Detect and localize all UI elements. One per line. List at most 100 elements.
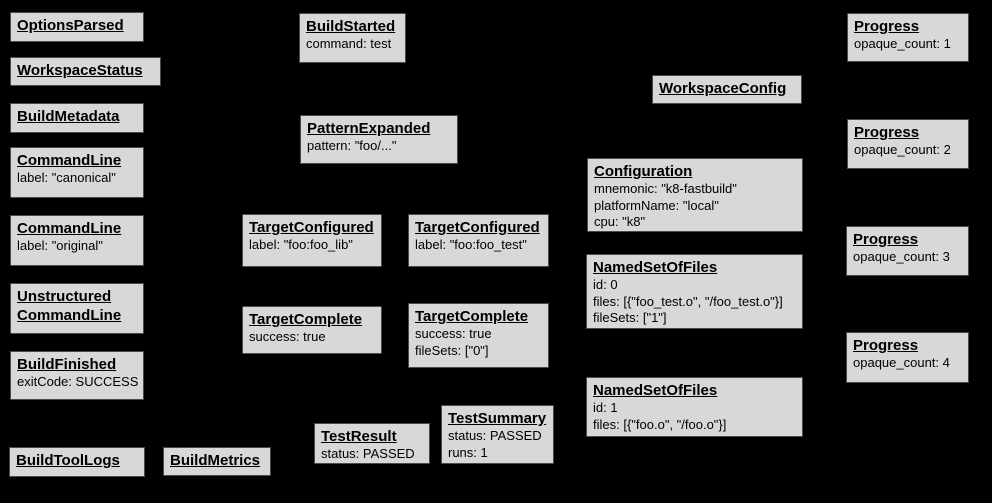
event-node-attributes: success: true [249, 329, 375, 346]
event-node-attribute-line: fileSets: ["1"] [593, 310, 667, 325]
event-node-title-line: NamedSetOfFiles [593, 259, 718, 276]
event-node-title: Progress [854, 17, 962, 36]
event-node-title: TargetConfigured [415, 218, 542, 237]
event-node-attributes: label: "canonical" [17, 170, 137, 187]
event-node-target-complete-lib: TargetComplete success: true [242, 306, 382, 354]
event-node-title: BuildMetrics [170, 451, 264, 470]
event-node-title: Progress [853, 230, 962, 249]
event-node-build-finished: BuildFinished exitCode: SUCCESS [10, 351, 144, 400]
event-node-test-result: TestResult status: PASSED [314, 423, 430, 464]
event-node-title: BuildMetadata [17, 107, 137, 126]
event-node-attribute-line: mnemonic: "k8-fastbuild" [594, 181, 737, 196]
event-node-title-line: BuildFinished [17, 356, 117, 373]
event-node-attribute-line: runs: 1 [448, 444, 488, 460]
event-node-attributes: label: "original" [17, 238, 137, 255]
event-node-attributes: status: PASSED [321, 446, 423, 463]
event-node-title: TestSummary [448, 409, 547, 428]
event-node-title-line: Progress [853, 231, 919, 248]
event-node-attribute-line: label: "canonical" [17, 170, 116, 185]
event-node-command-line-original: CommandLine label: "original" [10, 215, 144, 266]
event-node-attribute-line: cpu: "k8" [594, 214, 646, 229]
event-node-title-line: Progress [854, 124, 920, 141]
event-node-attribute-line: pattern: "foo/..." [307, 138, 397, 153]
event-node-attribute-line: command: test [306, 36, 392, 51]
event-node-attributes: mnemonic: "k8-fastbuild"platformName: "l… [594, 181, 796, 231]
event-node-title-line: BuildMetrics [170, 452, 261, 469]
event-node-title-line: Unstructured [17, 288, 112, 305]
event-node-title-line: BuildStarted [306, 18, 396, 35]
event-node-progress-1: Progress opaque_count: 1 [847, 13, 969, 62]
event-node-attributes: opaque_count: 3 [853, 249, 962, 266]
event-node-progress-3: Progress opaque_count: 3 [846, 226, 969, 276]
event-node-title-line: CommandLine [17, 220, 122, 237]
event-node-attributes: label: "foo:foo_lib" [249, 237, 375, 254]
event-node-workspace-config: WorkspaceConfig [652, 75, 802, 104]
event-node-title-line: WorkspaceConfig [659, 80, 787, 97]
event-node-attributes: label: "foo:foo_test" [415, 237, 542, 254]
event-node-title: TargetComplete [415, 307, 542, 326]
event-node-title-line: TargetConfigured [249, 219, 374, 236]
event-node-title: Configuration [594, 162, 796, 181]
event-node-attribute-line: files: [{"foo_test.o", "/foo_test.o"}] [593, 293, 783, 309]
event-node-title: Progress [853, 336, 962, 355]
event-node-attributes: pattern: "foo/..." [307, 138, 451, 155]
event-node-configuration: Configuration mnemonic: "k8-fastbuild"pl… [587, 158, 803, 232]
event-node-attribute-line: opaque_count: 2 [854, 142, 951, 157]
event-node-build-tool-logs: BuildToolLogs [9, 447, 145, 477]
event-node-attribute-line: id: 0 [593, 277, 618, 292]
event-node-attribute-line: opaque_count: 3 [853, 249, 950, 264]
event-node-title-line: BuildMetadata [17, 108, 120, 125]
event-node-attributes: command: test [306, 36, 399, 53]
event-node-options-parsed: OptionsParsed [10, 12, 144, 42]
event-node-title: CommandLine [17, 151, 137, 170]
event-node-build-started: BuildStarted command: test [299, 13, 406, 63]
event-node-title: BuildFinished [17, 355, 137, 374]
event-node-title-line: Configuration [594, 163, 693, 180]
event-node-attributes: opaque_count: 2 [854, 142, 962, 159]
event-node-attribute-line: label: "original" [17, 238, 103, 253]
event-node-title-line: TestResult [321, 428, 397, 445]
event-node-attribute-line: opaque_count: 4 [853, 355, 950, 370]
event-node-pattern-expanded: PatternExpanded pattern: "foo/..." [300, 115, 458, 164]
event-node-attribute-line: exitCode: SUCCESS [17, 374, 139, 389]
event-node-attribute-line: success: true [415, 326, 492, 341]
event-node-title: WorkspaceStatus [17, 61, 154, 80]
event-node-attribute-line: opaque_count: 1 [854, 36, 951, 51]
event-node-title-line: PatternExpanded [307, 120, 431, 137]
event-node-progress-2: Progress opaque_count: 2 [847, 119, 969, 169]
event-node-attribute-line: platformName: "local" [594, 197, 719, 213]
event-node-title-line: TargetComplete [249, 311, 363, 328]
event-node-build-metrics: BuildMetrics [163, 447, 271, 476]
event-node-title: Progress [854, 123, 962, 142]
event-node-title-line: BuildToolLogs [16, 452, 120, 469]
event-node-attribute-line: label: "foo:foo_lib" [249, 237, 353, 252]
event-node-attribute-line: label: "foo:foo_test" [415, 237, 527, 252]
event-node-title: CommandLine [17, 219, 137, 238]
event-node-title: BuildStarted [306, 17, 399, 36]
event-node-target-configured-foo-test: TargetConfigured label: "foo:foo_test" [408, 214, 549, 267]
event-node-title: TargetComplete [249, 310, 375, 329]
event-node-build-metadata: BuildMetadata [10, 103, 144, 133]
event-node-title: TargetConfigured [249, 218, 375, 237]
event-node-title: WorkspaceConfig [659, 79, 795, 98]
event-node-title-line: TestSummary [448, 410, 547, 427]
event-node-attribute-line: id: 1 [593, 400, 618, 415]
event-node-workspace-status: WorkspaceStatus [10, 57, 161, 86]
event-node-attributes: opaque_count: 4 [853, 355, 962, 372]
event-node-target-configured-foo-lib: TargetConfigured label: "foo:foo_lib" [242, 214, 382, 267]
event-node-title: BuildToolLogs [16, 451, 138, 470]
event-node-title: OptionsParsed [17, 16, 137, 35]
event-node-title-line: CommandLine [17, 152, 122, 169]
event-node-title-line: NamedSetOfFiles [593, 382, 718, 399]
event-node-title-line: Progress [854, 18, 920, 35]
event-node-title: NamedSetOfFiles [593, 381, 796, 400]
